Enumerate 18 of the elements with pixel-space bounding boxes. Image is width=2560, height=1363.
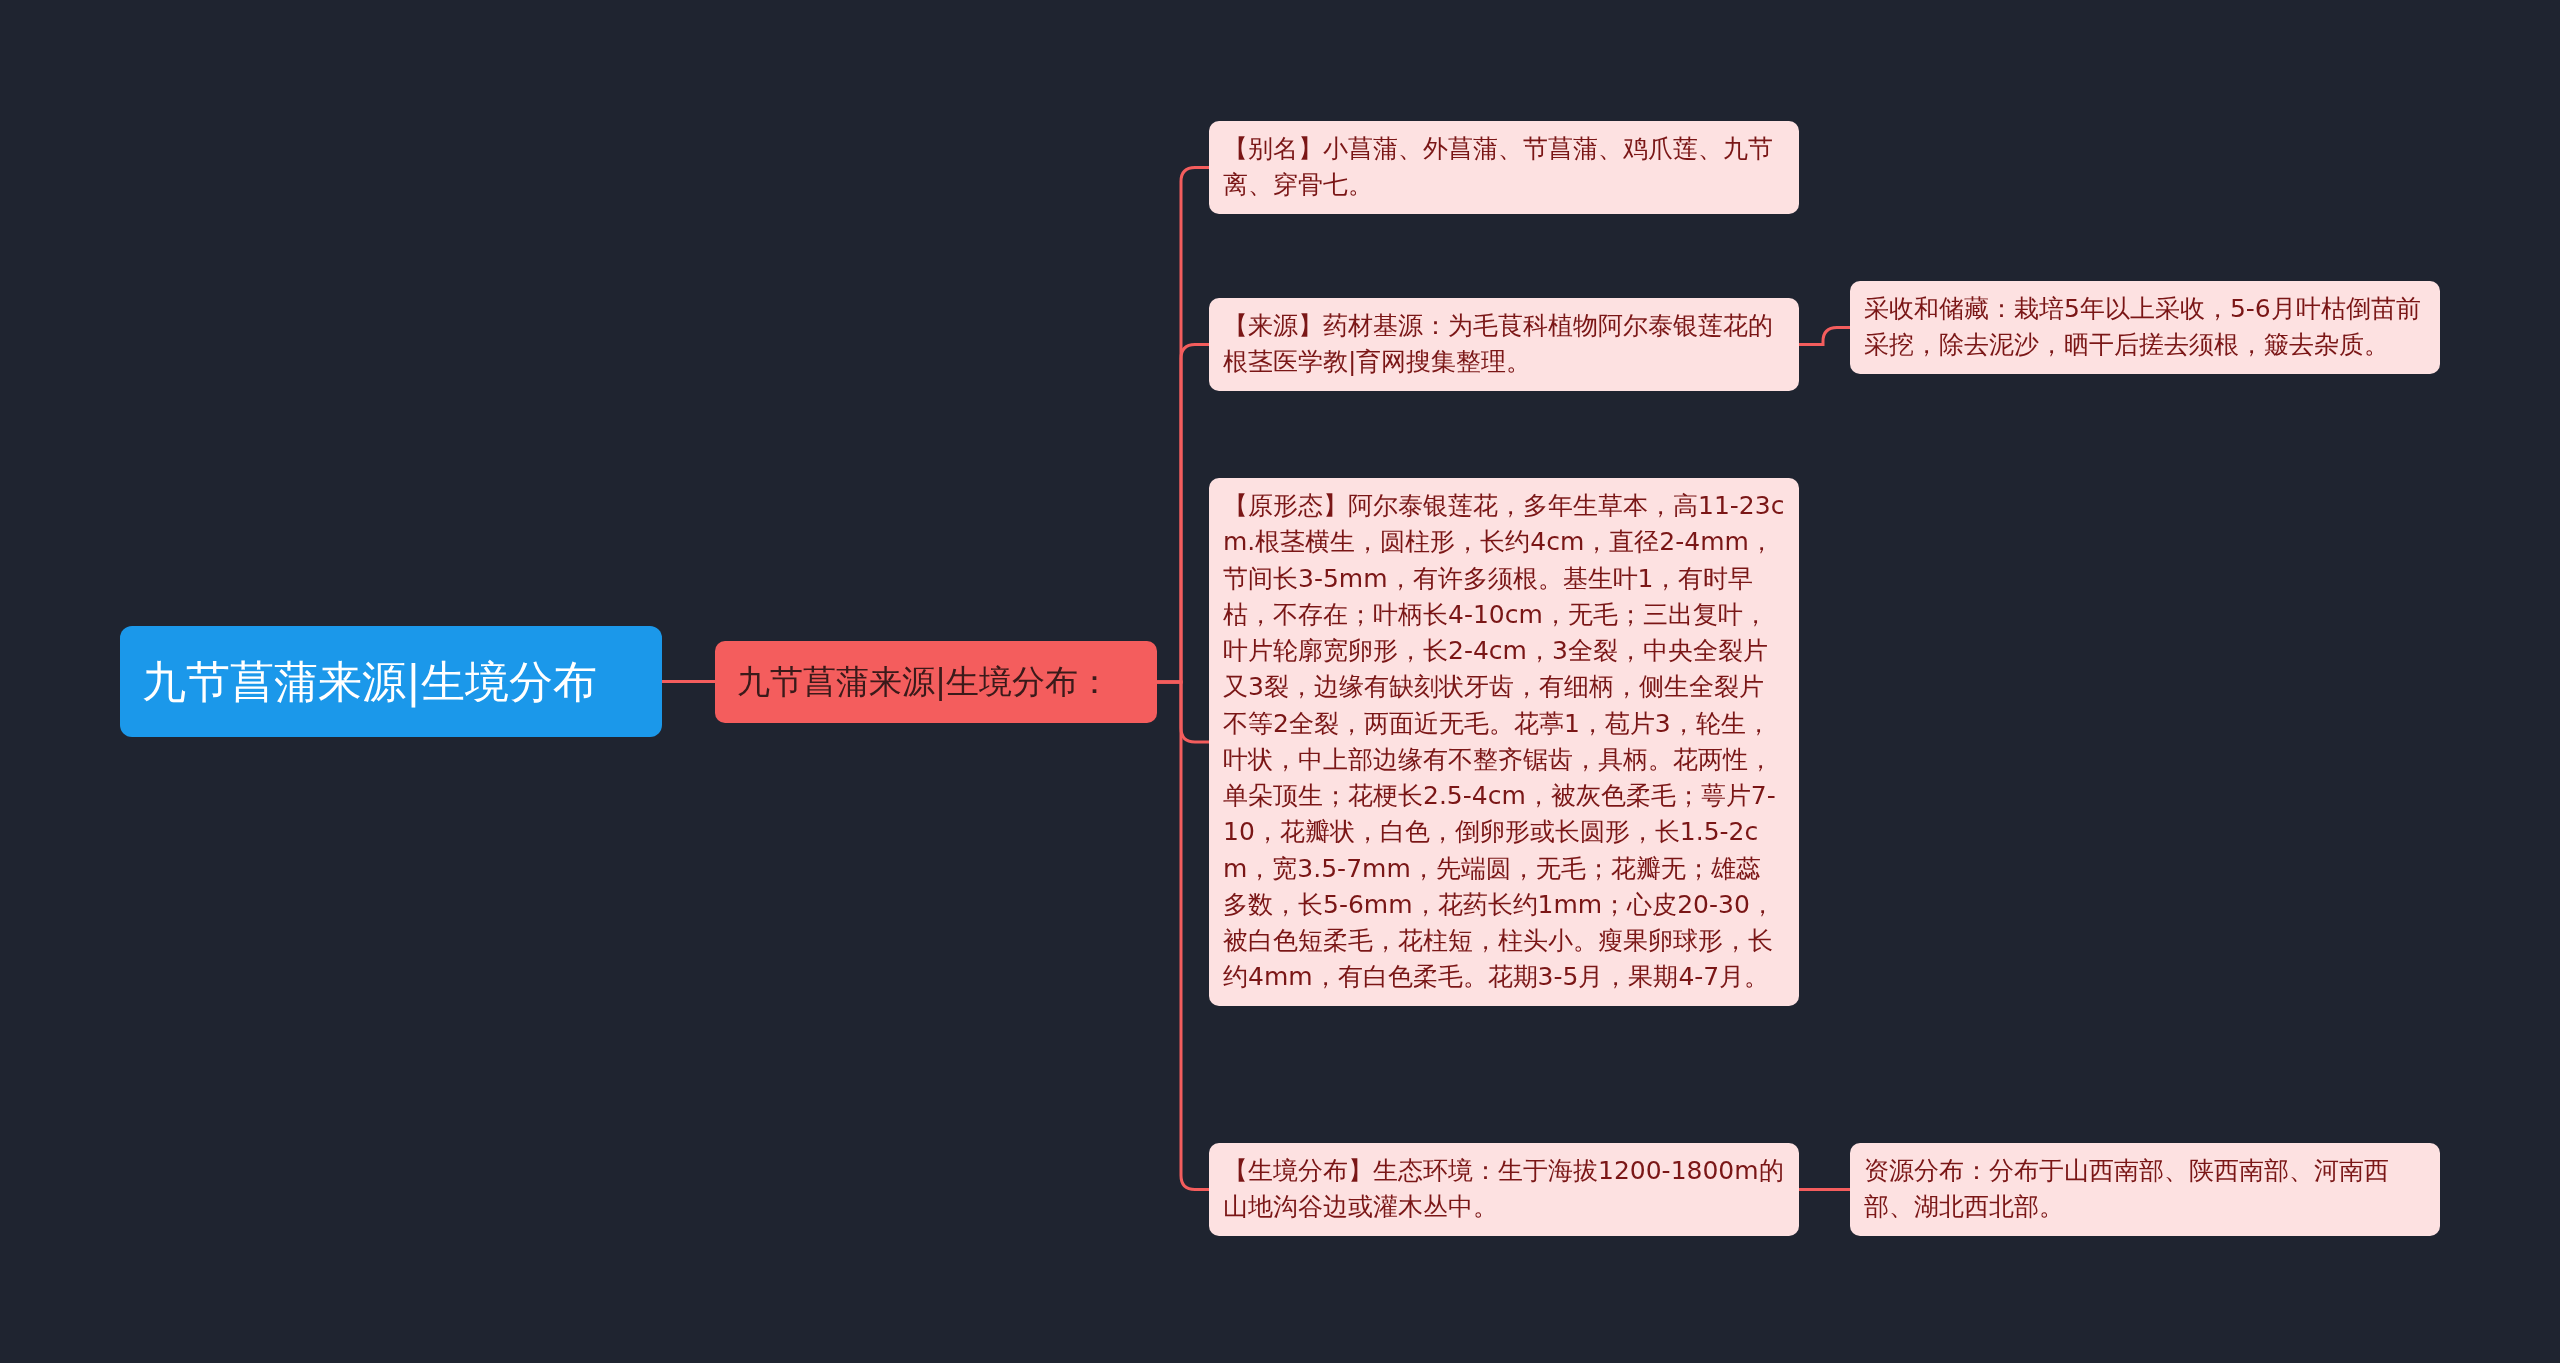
note-card: [1850, 281, 2440, 374]
note-card: [1209, 121, 1799, 214]
connector: [662, 680, 715, 683]
node-text: 【来源】药材基源：为毛茛科植物阿尔泰银莲花的根茎医学教|育网搜集整理。: [1223, 310, 1774, 379]
root-topic: [120, 626, 662, 737]
connector: [1799, 1188, 1850, 1191]
node-text: 九节菖蒲来源|生境分布：: [737, 660, 1112, 703]
node-text: 采收和储藏：栽培5年以上采收，5-6月叶枯倒苗前采挖，除去泥沙，晒干后搓去须根，簸去杂质。: [1864, 293, 2422, 362]
node-text: 【别名】小菖蒲、外菖蒲、节菖蒲、鸡爪莲、九节离、穿骨七。: [1223, 133, 1774, 202]
note-card: [1850, 1143, 2440, 1236]
node-text: 资源分布：分布于山西南部、陕西南部、河南西部、湖北西北部。: [1864, 1155, 2390, 1224]
branch-topic: [715, 641, 1157, 723]
node-text: 【原形态】阿尔泰银莲花，多年生草本，高11-23cm.根茎横生，圆柱形，长约4cm，直径2-4mm，节间长3-5mm，有许多须根。基生叶1，有时早枯，不存在；叶柄长4-10cm，无毛；三出复叶，叶片轮廓宽卵形，长2-4cm，3全裂，中央全裂片又3裂，边缘有缺刻状牙齿，有细柄，侧生全裂片不等2全裂，两面近无毛。花葶1，苞片3，轮生，叶状，中上部边缘有不整齐锯齿，具柄。花两性，单朵顶生；花梗长2.5-4cm，被灰色柔毛；萼片7-10，花瓣状，白色，倒卵形或长圆形，长1.5-2cm，宽3.5-7mm，先端圆，无毛；花瓣无；雄蕊多数，长5-6mm，花药长约1mm；心皮20-30，被白色短柔毛，花柱短，柱头小。瘦果卵球形，长约4mm，有白色柔毛。花期3-5月，果期4-7月。: [1223, 490, 1785, 994]
note-card: [1209, 1143, 1799, 1236]
node-text: 【生境分布】生态环境：生于海拔1200-1800m的山地沟谷边或灌木丛中。: [1223, 1155, 1785, 1224]
node-text: 九节菖蒲来源|生境分布: [142, 654, 597, 710]
connector: [1799, 326, 1850, 346]
note-card: [1209, 298, 1799, 391]
